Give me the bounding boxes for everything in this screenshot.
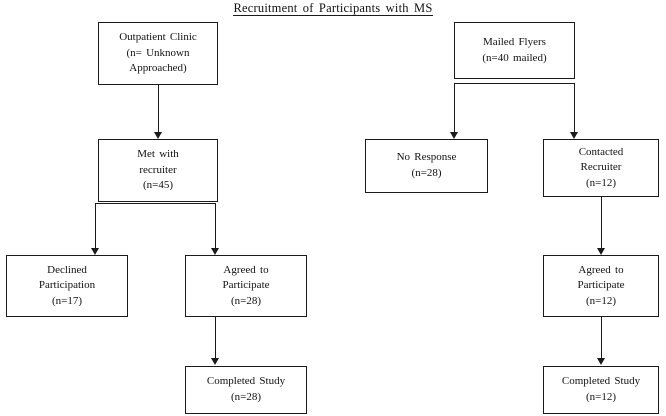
edge-arrowhead: [570, 132, 578, 139]
edge-agreed-to-completed-clinic: [215, 317, 217, 359]
node-line: Contacted: [578, 145, 624, 158]
edge-split-recruiter: [95, 203, 216, 205]
node-completed-study-flyers: Completed Study (n=12): [543, 366, 659, 414]
node-mailed-flyers: Mailed Flyers (n=40 mailed): [454, 22, 575, 79]
node-agreed-to-participate-flyers: Agreed to Participate (n=12): [543, 255, 659, 317]
node-contacted-recruiter: Contacted Recruiter (n=12): [543, 139, 659, 197]
node-line: recruiter: [139, 163, 177, 176]
edge-outpatient-to-recruiter: [157, 85, 159, 133]
node-line: (n=45): [142, 179, 174, 192]
node-completed-study-clinic: Completed Study (n=28): [185, 366, 307, 414]
page-title: Recruitment of Participants with MS: [0, 1, 666, 16]
node-no-response: No Response (n=28): [365, 139, 488, 193]
node-declined-participation: Declined Participation (n=17): [6, 255, 128, 317]
page-title-text: Recruitment of Participants with MS: [233, 1, 433, 16]
edge-arrowhead: [596, 248, 605, 255]
node-line: Completed Study: [561, 375, 641, 388]
node-line: (n=28): [230, 294, 262, 307]
edge-arrowhead: [211, 248, 219, 255]
node-line: (n=17): [51, 294, 83, 307]
node-line: (n=28): [230, 391, 262, 403]
edge-agreed-to-completed-flyers: [600, 317, 602, 359]
node-line: Approached): [129, 62, 187, 75]
edge-flyers-to-no-response: [454, 83, 456, 133]
node-line: (n=12): [585, 176, 617, 189]
node-line: Completed Study: [206, 375, 286, 388]
node-line: Declined: [47, 263, 87, 276]
node-line: No Response: [396, 151, 457, 164]
node-met-with-recruiter: Met with recruiter (n=45): [98, 139, 218, 202]
edge-recruiter-to-agreed: [215, 203, 217, 249]
node-line: Participate: [222, 279, 270, 292]
edge-contacted-to-agreed: [600, 197, 602, 249]
node-line: Participation: [38, 279, 96, 292]
node-line: (n=40 mailed): [482, 51, 547, 64]
edge-split-flyers: [454, 83, 575, 85]
edge-flyers-to-contacted: [574, 83, 576, 133]
node-line: Recruiter: [580, 161, 622, 174]
node-agreed-to-participate-clinic: Agreed to Participate (n=28): [185, 255, 307, 317]
edge-arrowhead: [596, 358, 605, 365]
edge-arrowhead: [91, 248, 99, 255]
node-line: (n=12): [585, 391, 617, 403]
node-line: (n=28): [411, 167, 442, 179]
node-line: Agreed to: [578, 263, 624, 276]
edge-recruiter-to-declined: [95, 203, 97, 249]
edge-arrowhead: [153, 132, 162, 139]
node-line: Mailed Flyers: [483, 35, 546, 48]
node-line: (n= Unknown: [126, 46, 190, 59]
node-line: Participate: [577, 279, 625, 292]
node-line: Outpatient Clinic: [119, 31, 197, 44]
node-line: Agreed to: [223, 263, 269, 276]
node-outpatient-clinic: Outpatient Clinic (n= Unknown Approached…: [98, 22, 218, 85]
node-line: (n=12): [585, 294, 617, 307]
node-line: Met with: [137, 148, 179, 161]
edge-arrowhead: [211, 358, 219, 365]
edge-arrowhead: [450, 132, 458, 139]
